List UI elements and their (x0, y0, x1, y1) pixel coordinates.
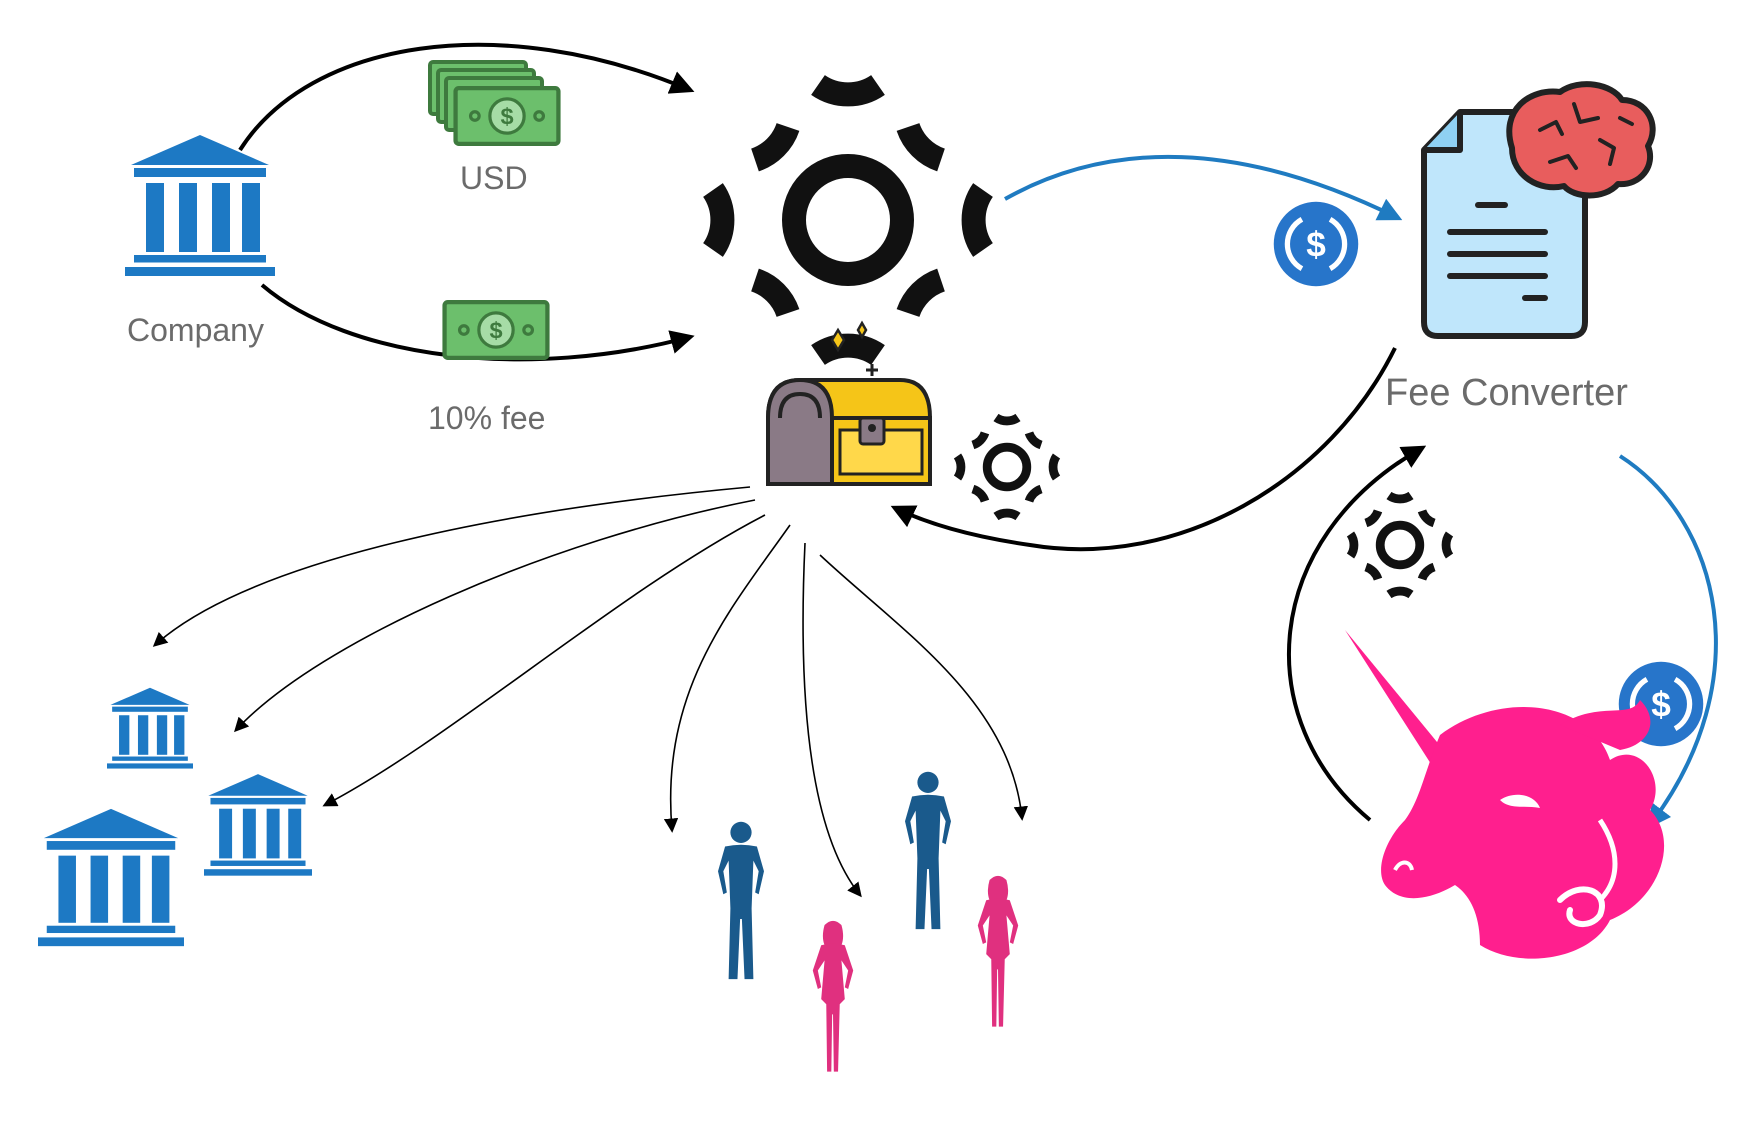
arrow-protocol-to-fee-converter (1004, 154, 1403, 221)
company-bank-icon (125, 135, 275, 276)
arrow-dex-to-fee-converter (1287, 445, 1427, 822)
unicorn-icon (1345, 630, 1665, 959)
distribution-arrows (152, 486, 1028, 898)
arrow-fee-converter-to-treasury (890, 347, 1397, 552)
arrow-company-to-protocol-usd (238, 42, 695, 152)
fee-converter-label: Fee Converter (1385, 372, 1628, 414)
protocol-logo-icon (713, 85, 983, 355)
dex-gear-icon (1351, 496, 1450, 595)
company-label: Company (127, 312, 264, 348)
recipient-bank-icon (38, 808, 184, 947)
small-gear-icon (958, 418, 1057, 517)
usdc-icon (1274, 202, 1358, 286)
brain-icon (1506, 81, 1656, 199)
cash-stack-icon (428, 60, 558, 144)
arrow-fee-converter-to-dex (1618, 454, 1718, 829)
treasure-chest-icon (765, 320, 933, 486)
recipient-bank-icon (204, 774, 312, 876)
person-icon (718, 821, 764, 980)
person-icon (812, 920, 854, 1072)
fee-converter-icon (1421, 81, 1656, 339)
person-icon (905, 771, 951, 930)
person-icon (977, 875, 1019, 1027)
fee-label: 10% fee (428, 400, 546, 436)
banknote-icon (445, 302, 548, 358)
recipient-bank-icon (107, 687, 193, 769)
usd-label: USD (460, 160, 528, 196)
